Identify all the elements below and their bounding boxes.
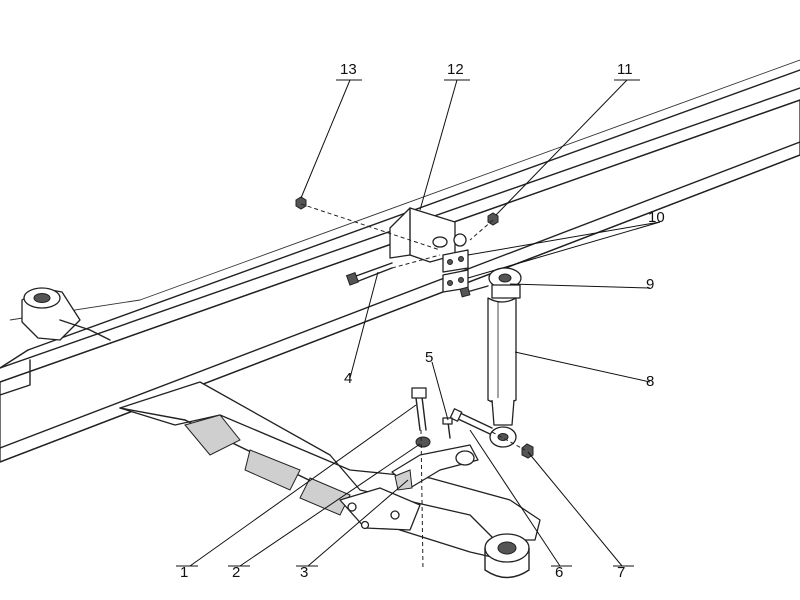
callout-11: 11	[617, 61, 633, 78]
kingpin-bore-left	[33, 293, 51, 303]
leader-8	[514, 351, 651, 383]
leader-10a	[467, 221, 661, 256]
kingpin-boss-right-side	[484, 547, 530, 579]
bolt-5-shank	[447, 421, 451, 439]
kingpin-boss-left	[21, 287, 111, 341]
bolt-6	[449, 408, 493, 435]
shock-lower-tube	[491, 399, 515, 426]
axis-bolt-1-vertical	[420, 429, 424, 571]
lower-bracket-foot	[394, 469, 413, 491]
callout-9: 9	[646, 276, 654, 293]
frame-rail-top-outline	[139, 59, 800, 301]
callout-2: 2	[232, 564, 240, 581]
shock-upper-eye-bore	[498, 273, 512, 283]
axle-pad-left	[184, 414, 241, 456]
lower-bracket	[391, 444, 479, 491]
axle-beam-end-edge	[119, 407, 186, 421]
bolt-6-shank	[457, 411, 493, 429]
callout-4: 4	[344, 370, 352, 387]
upper-bracket-hole	[432, 236, 448, 248]
kingpin-bore-right	[497, 541, 517, 555]
plate-upper	[442, 249, 469, 273]
callout-underlines	[176, 79, 640, 567]
axle-web-pocket-2	[299, 477, 351, 516]
kingpin-arm-left	[59, 319, 111, 341]
bolt-upper-shank-edge	[355, 262, 393, 277]
leader-2	[239, 443, 421, 567]
leader-lines	[189, 79, 661, 567]
spring-seat-hole-1	[347, 502, 357, 512]
callout-8: 8	[646, 373, 654, 390]
frame-rail-end-top	[0, 349, 29, 369]
spring-seat-pad	[339, 487, 421, 531]
shim-plates	[442, 249, 469, 293]
callout-7: 7	[617, 564, 625, 581]
leader-13	[300, 79, 351, 199]
leader-3	[307, 479, 409, 567]
plate-upper-hole-1	[447, 259, 453, 265]
callout-5: 5	[425, 349, 433, 366]
plate-upper-hole-2	[458, 256, 464, 262]
axis-11-to-bracket	[469, 219, 494, 241]
bolt-shock-upper-shank	[466, 285, 489, 293]
leader-5	[431, 361, 449, 421]
callout-labels: 13 12 11 10 9 8 4 5 6 7 1 2 3	[180, 61, 665, 581]
bolt-1-shank-edge	[421, 396, 427, 431]
shock-body	[487, 297, 517, 405]
front-axle-beam	[119, 381, 541, 579]
nut-13	[295, 196, 307, 210]
callout-3: 3	[300, 564, 308, 581]
axis-13-to-bracket	[300, 203, 441, 251]
upper-bracket-boss	[453, 233, 467, 247]
shock-absorber	[487, 267, 522, 448]
spring-seat-hole-3	[360, 520, 370, 530]
bolt-shock-upper-head	[459, 286, 471, 298]
frame-rail-end-cut	[0, 359, 31, 396]
bolt-1	[411, 387, 427, 431]
plate-lower-hole-1	[447, 280, 453, 286]
shock-rod-collar	[491, 284, 521, 299]
callout-6: 6	[555, 564, 563, 581]
leader-11	[495, 79, 628, 216]
bolt-5	[442, 417, 453, 439]
axis-6-to-7	[491, 431, 526, 451]
bolt-upper-head	[345, 271, 360, 286]
leader-4	[349, 271, 379, 379]
leader-9	[509, 283, 651, 289]
callout-10: 10	[648, 209, 665, 226]
bolt-6-head	[449, 408, 463, 422]
spring-seat-hole-2	[390, 510, 400, 520]
leader-7	[527, 451, 623, 567]
callout-13: 13	[340, 61, 357, 78]
axle-beam-body	[119, 381, 541, 541]
leader-6	[469, 429, 561, 567]
axis-4-to-bracket	[391, 254, 441, 269]
plate-lower-hole-2	[458, 277, 464, 283]
frame-rail-lower-flange	[0, 141, 800, 449]
leader-12	[419, 79, 458, 211]
bolt-upper-shank	[355, 267, 393, 283]
bolt-1-shank	[415, 397, 421, 431]
frame-rail	[0, 59, 800, 463]
assembly-axes	[300, 203, 526, 571]
shock-lower-eye-bore	[497, 433, 509, 441]
bolt-1-head	[411, 387, 427, 399]
leader-1	[189, 404, 417, 567]
leader-10b	[467, 221, 661, 279]
axle-web-pocket-1	[244, 449, 301, 491]
bolt-shock-upper	[459, 285, 489, 298]
callout-1: 1	[180, 564, 188, 581]
bolt-upper	[345, 262, 393, 286]
lower-bracket-eye	[455, 450, 475, 466]
callout-12: 12	[447, 61, 464, 78]
bolt-6-shank-edge	[455, 417, 491, 435]
